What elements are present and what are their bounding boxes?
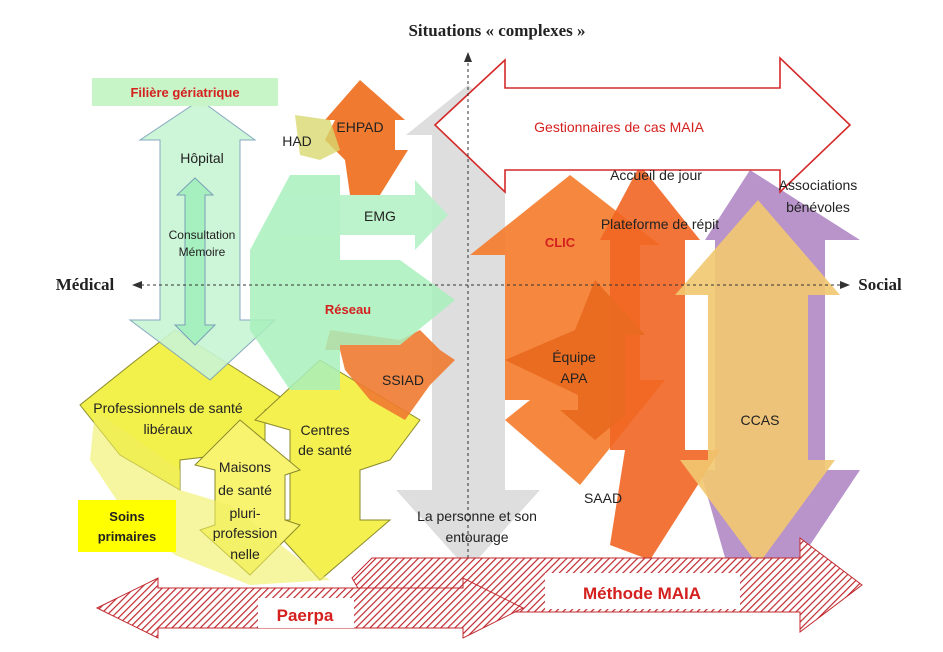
maisons-label-3: pluri- xyxy=(229,505,260,521)
gestionnaires-arrow xyxy=(433,56,852,194)
had-shape xyxy=(295,115,340,160)
right-axis-arrowhead xyxy=(840,281,850,289)
hopital-label: Hôpital xyxy=(180,150,224,166)
equipe-label-2: APA xyxy=(561,370,589,386)
equipe-apa-shape xyxy=(505,280,645,440)
maisons-label-2: de santé xyxy=(218,482,272,498)
ssiad-shape xyxy=(325,330,455,420)
filiere-badge xyxy=(92,78,278,106)
saad-label: SAAD xyxy=(584,490,622,506)
consultation-label-2: Mémoire xyxy=(179,245,226,259)
yellow-base-shape xyxy=(90,410,330,585)
maisons-label-1: Maisons xyxy=(219,459,271,475)
professionnels-label-1: Professionnels de santé xyxy=(93,400,243,416)
ehpad-arrow xyxy=(325,80,408,195)
reseau-label: Réseau xyxy=(325,302,371,317)
ehpad-label: EHPAD xyxy=(336,119,383,135)
methode-maia-label: Méthode MAIA xyxy=(583,584,701,603)
methode-maia-label-bg xyxy=(545,573,740,609)
axis-top-label: Situations « complexes » xyxy=(408,21,585,40)
accueil-label-2: Plateforme de répit xyxy=(601,216,719,232)
axis-right-label: Social xyxy=(858,275,902,294)
maisons-label-5: nelle xyxy=(230,546,260,562)
centres-label-1: Centres xyxy=(300,422,349,438)
accueil-label-1: Accueil de jour xyxy=(610,167,702,183)
vertical-axis-arrowhead xyxy=(464,52,472,62)
ccas-label: CCAS xyxy=(741,412,780,428)
paerpa-label: Paerpa xyxy=(277,606,334,625)
centres-label-2: de santé xyxy=(298,442,352,458)
soins-primaires-badge xyxy=(78,500,176,552)
soins-label-2: primaires xyxy=(98,529,157,544)
left-axis-arrowhead xyxy=(132,281,142,289)
soins-label-1: Soins xyxy=(109,509,144,524)
paerpa-label-bg xyxy=(258,598,354,628)
equipe-label-1: Équipe xyxy=(552,349,596,365)
clic-label: CLIC xyxy=(545,235,576,250)
associations-label-2: bénévoles xyxy=(786,199,850,215)
associations-label-1: Associations xyxy=(779,177,858,193)
gestionnaires-label: Gestionnaires de cas MAIA xyxy=(534,119,704,135)
had-label: HAD xyxy=(282,133,312,149)
axis-left-label: Médical xyxy=(56,275,115,294)
filiere-label: Filière gériatrique xyxy=(130,85,239,100)
ccas-arrow xyxy=(675,200,840,565)
emg-arrow xyxy=(280,180,448,250)
consultation-label-1: Consultation xyxy=(169,228,236,242)
professionnels-label-2: libéraux xyxy=(143,421,192,437)
ssiad-label: SSIAD xyxy=(382,372,424,388)
personne-label-2: entourage xyxy=(445,529,508,545)
personne-label-1: La personne et son xyxy=(417,508,537,524)
consultation-arrow xyxy=(173,177,217,346)
emg-label: EMG xyxy=(364,208,396,224)
maisons-label-4: profession xyxy=(213,525,278,541)
